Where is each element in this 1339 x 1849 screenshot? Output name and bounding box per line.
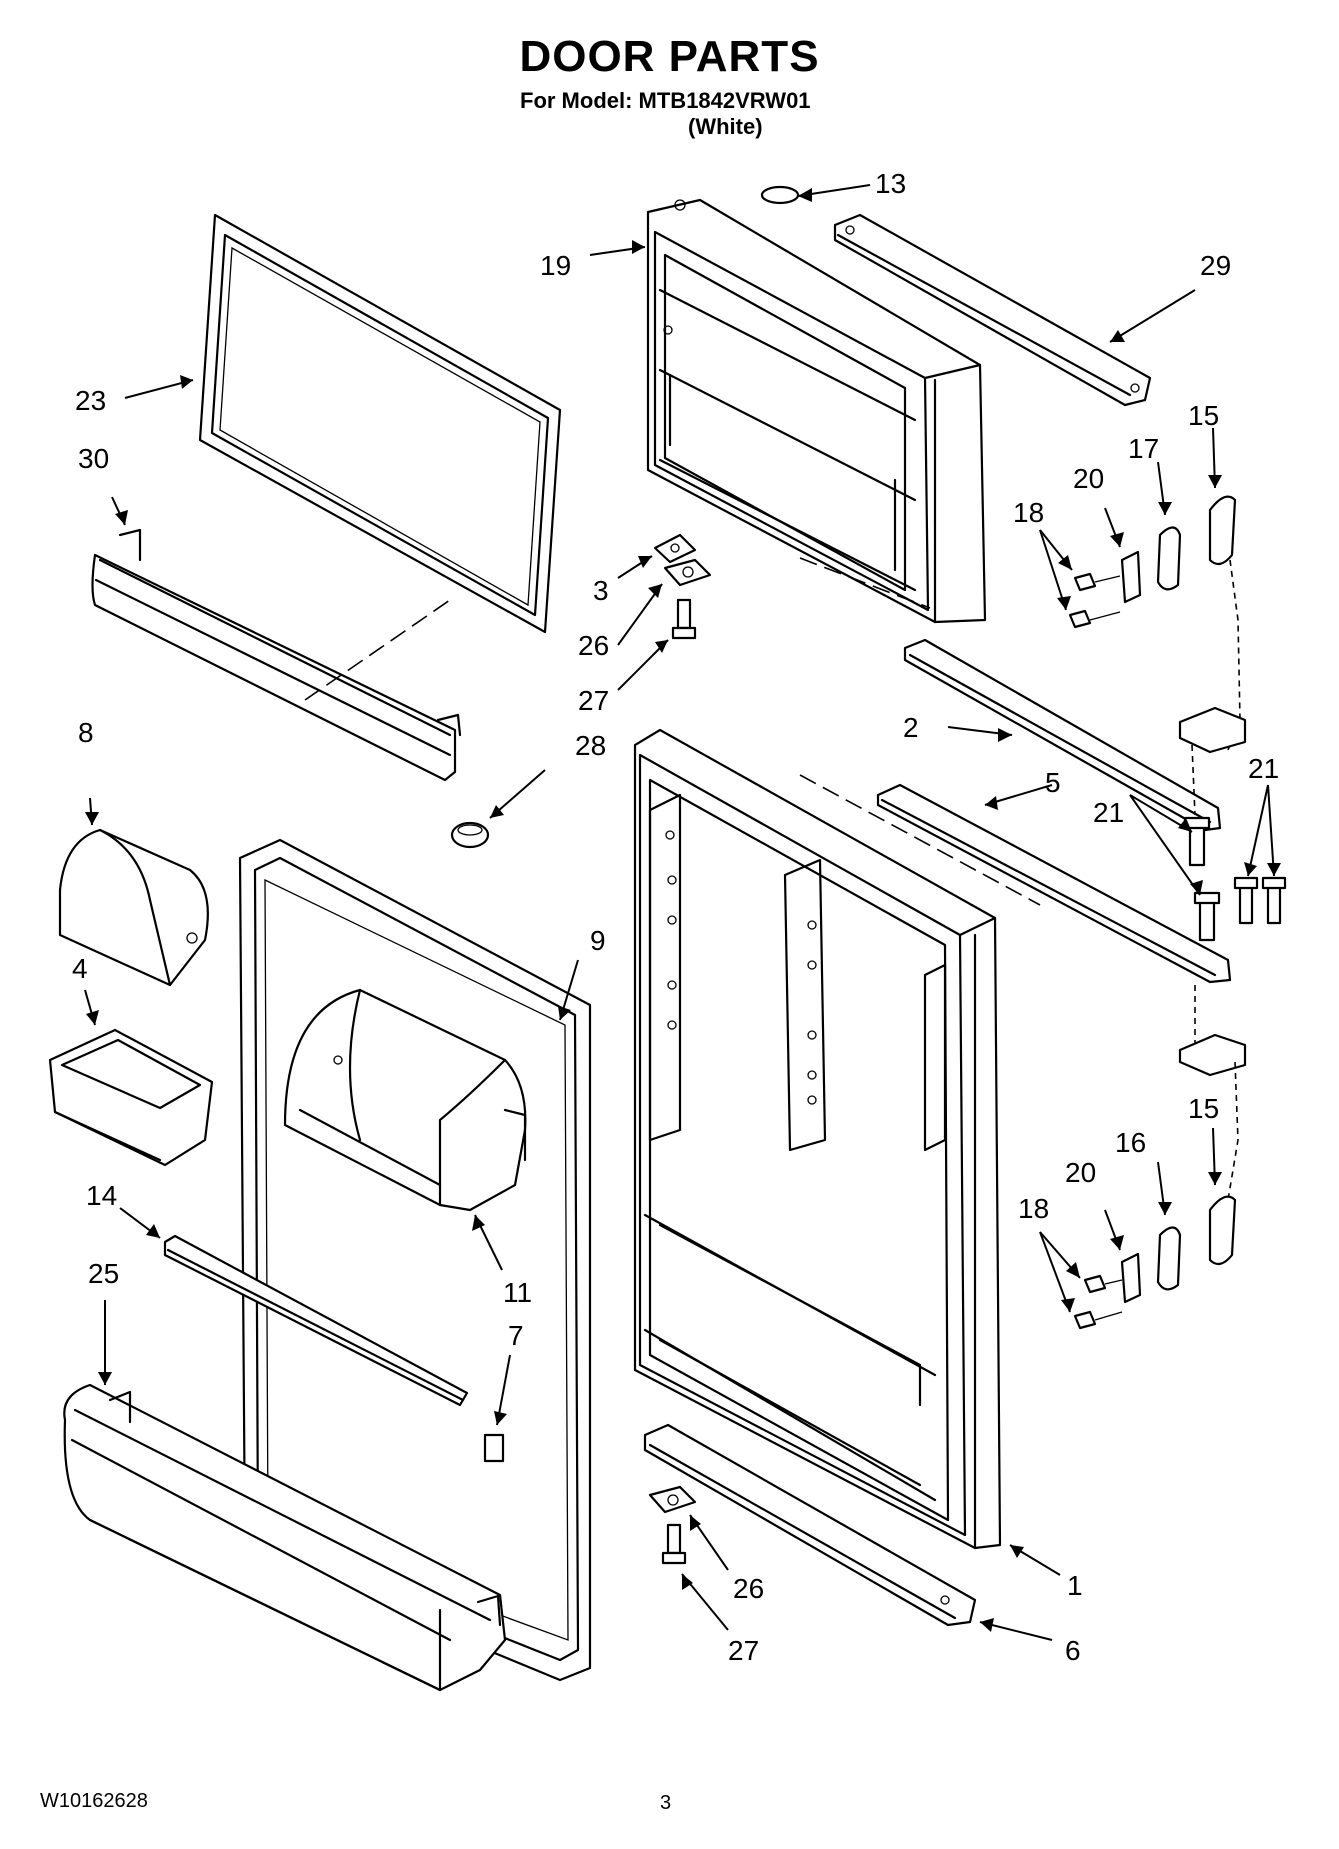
- part-26-hinge-pin-upper: [663, 558, 712, 587]
- callout-3: 3: [593, 575, 609, 606]
- part-7-clip: [483, 1433, 505, 1463]
- part-14-trim-strip: [163, 1234, 469, 1407]
- part-19-freezer-door: [646, 198, 987, 624]
- part-18-screw-upper-2: [1068, 609, 1092, 629]
- leader-lines: [84, 184, 1281, 1641]
- part-2-hinge-trim: [903, 638, 1222, 832]
- callout-15: 15: [1188, 400, 1219, 431]
- callout-19: 19: [540, 250, 571, 281]
- callout-21: 21: [1093, 797, 1124, 828]
- callout-11: 11: [503, 1277, 532, 1308]
- part-20-spacer-upper: [1120, 550, 1142, 604]
- callout-6: 6: [1065, 1635, 1081, 1666]
- part-11-dairy-bin: [283, 988, 527, 1212]
- callout-26: 26: [733, 1573, 764, 1604]
- lower-hinge-assembly: [1073, 985, 1247, 1330]
- callout-26: 26: [578, 630, 609, 661]
- callout-15: 15: [1188, 1093, 1219, 1124]
- part-1-fresh-food-door: [633, 728, 1002, 1550]
- callout-7: 7: [508, 1320, 524, 1351]
- model-line: For Model: MTB1842VRW01: [520, 88, 811, 113]
- callout-27: 27: [728, 1635, 759, 1666]
- part-3-hinge: [653, 533, 697, 564]
- callout-18: 18: [1013, 497, 1044, 528]
- callout-1: 1: [1067, 1570, 1083, 1601]
- part-25-bottom-shelf: [63, 1383, 507, 1692]
- part-17-hinge-upper: [1156, 526, 1182, 591]
- callout-5: 5: [1045, 767, 1061, 798]
- callout-8: 8: [78, 717, 94, 748]
- callout-16: 16: [1115, 1127, 1146, 1158]
- part-6-bottom-trim: [643, 1423, 977, 1627]
- part-30-freezer-shelf: [91, 528, 462, 782]
- callout-18: 18: [1018, 1193, 1049, 1224]
- part-27-screw-lower: [661, 1523, 687, 1565]
- part-21-screws: [1183, 816, 1287, 942]
- part-8-dairy-door: [58, 828, 209, 987]
- callout-21: 21: [1248, 753, 1279, 784]
- callout-20: 20: [1065, 1157, 1096, 1188]
- alignment-line: [304, 599, 451, 701]
- callout-20: 20: [1073, 463, 1104, 494]
- callout-2: 2: [903, 712, 919, 743]
- part-15-hinge-cover-upper: [1208, 495, 1237, 566]
- callout-29: 29: [1200, 250, 1231, 281]
- callout-4: 4: [72, 953, 88, 984]
- callout-labels: 13 19 29 23 30 15 17 20 18 3 26 27 2 28 …: [72, 168, 1279, 1666]
- part-18-screw-lower-1: [1083, 1274, 1107, 1294]
- document-number: W10162628: [40, 1790, 148, 1812]
- part-13-plug: [760, 185, 800, 205]
- part-26-hinge-pin-lower: [648, 1485, 697, 1514]
- callout-30: 30: [78, 443, 109, 474]
- callout-28: 28: [575, 730, 606, 761]
- part-5-trim: [876, 783, 1232, 984]
- part-23-freezer-gasket: [198, 213, 562, 634]
- part-28-plug: [450, 821, 490, 849]
- part-18-screw-lower-2: [1073, 1310, 1097, 1330]
- part-16-hinge-lower: [1156, 1226, 1182, 1291]
- callout-25: 25: [88, 1258, 119, 1289]
- part-20-spacer-lower: [1120, 1252, 1142, 1304]
- part-29-trim: [833, 213, 1152, 407]
- alignment-line: [799, 557, 931, 609]
- callout-27: 27: [578, 685, 609, 716]
- alignment-line: [799, 774, 1041, 906]
- part-15-hinge-cover-lower: [1208, 1195, 1237, 1266]
- page-number: 3: [660, 1792, 672, 1814]
- page-title: DOOR PARTS: [519, 32, 820, 81]
- callout-14: 14: [86, 1180, 117, 1211]
- callout-13: 13: [875, 168, 906, 199]
- callout-17: 17: [1128, 433, 1159, 464]
- callout-9: 9: [590, 925, 606, 956]
- part-18-screw-upper-1: [1073, 572, 1097, 592]
- upper-hinge-assembly: [1068, 495, 1247, 754]
- color-line: (White): [688, 114, 763, 139]
- callout-23: 23: [75, 385, 106, 416]
- rail-holes: [665, 830, 817, 1105]
- part-4-small-bin: [48, 1028, 214, 1167]
- part-27-screw-upper: [671, 598, 697, 640]
- alignment-line: [1191, 744, 1196, 816]
